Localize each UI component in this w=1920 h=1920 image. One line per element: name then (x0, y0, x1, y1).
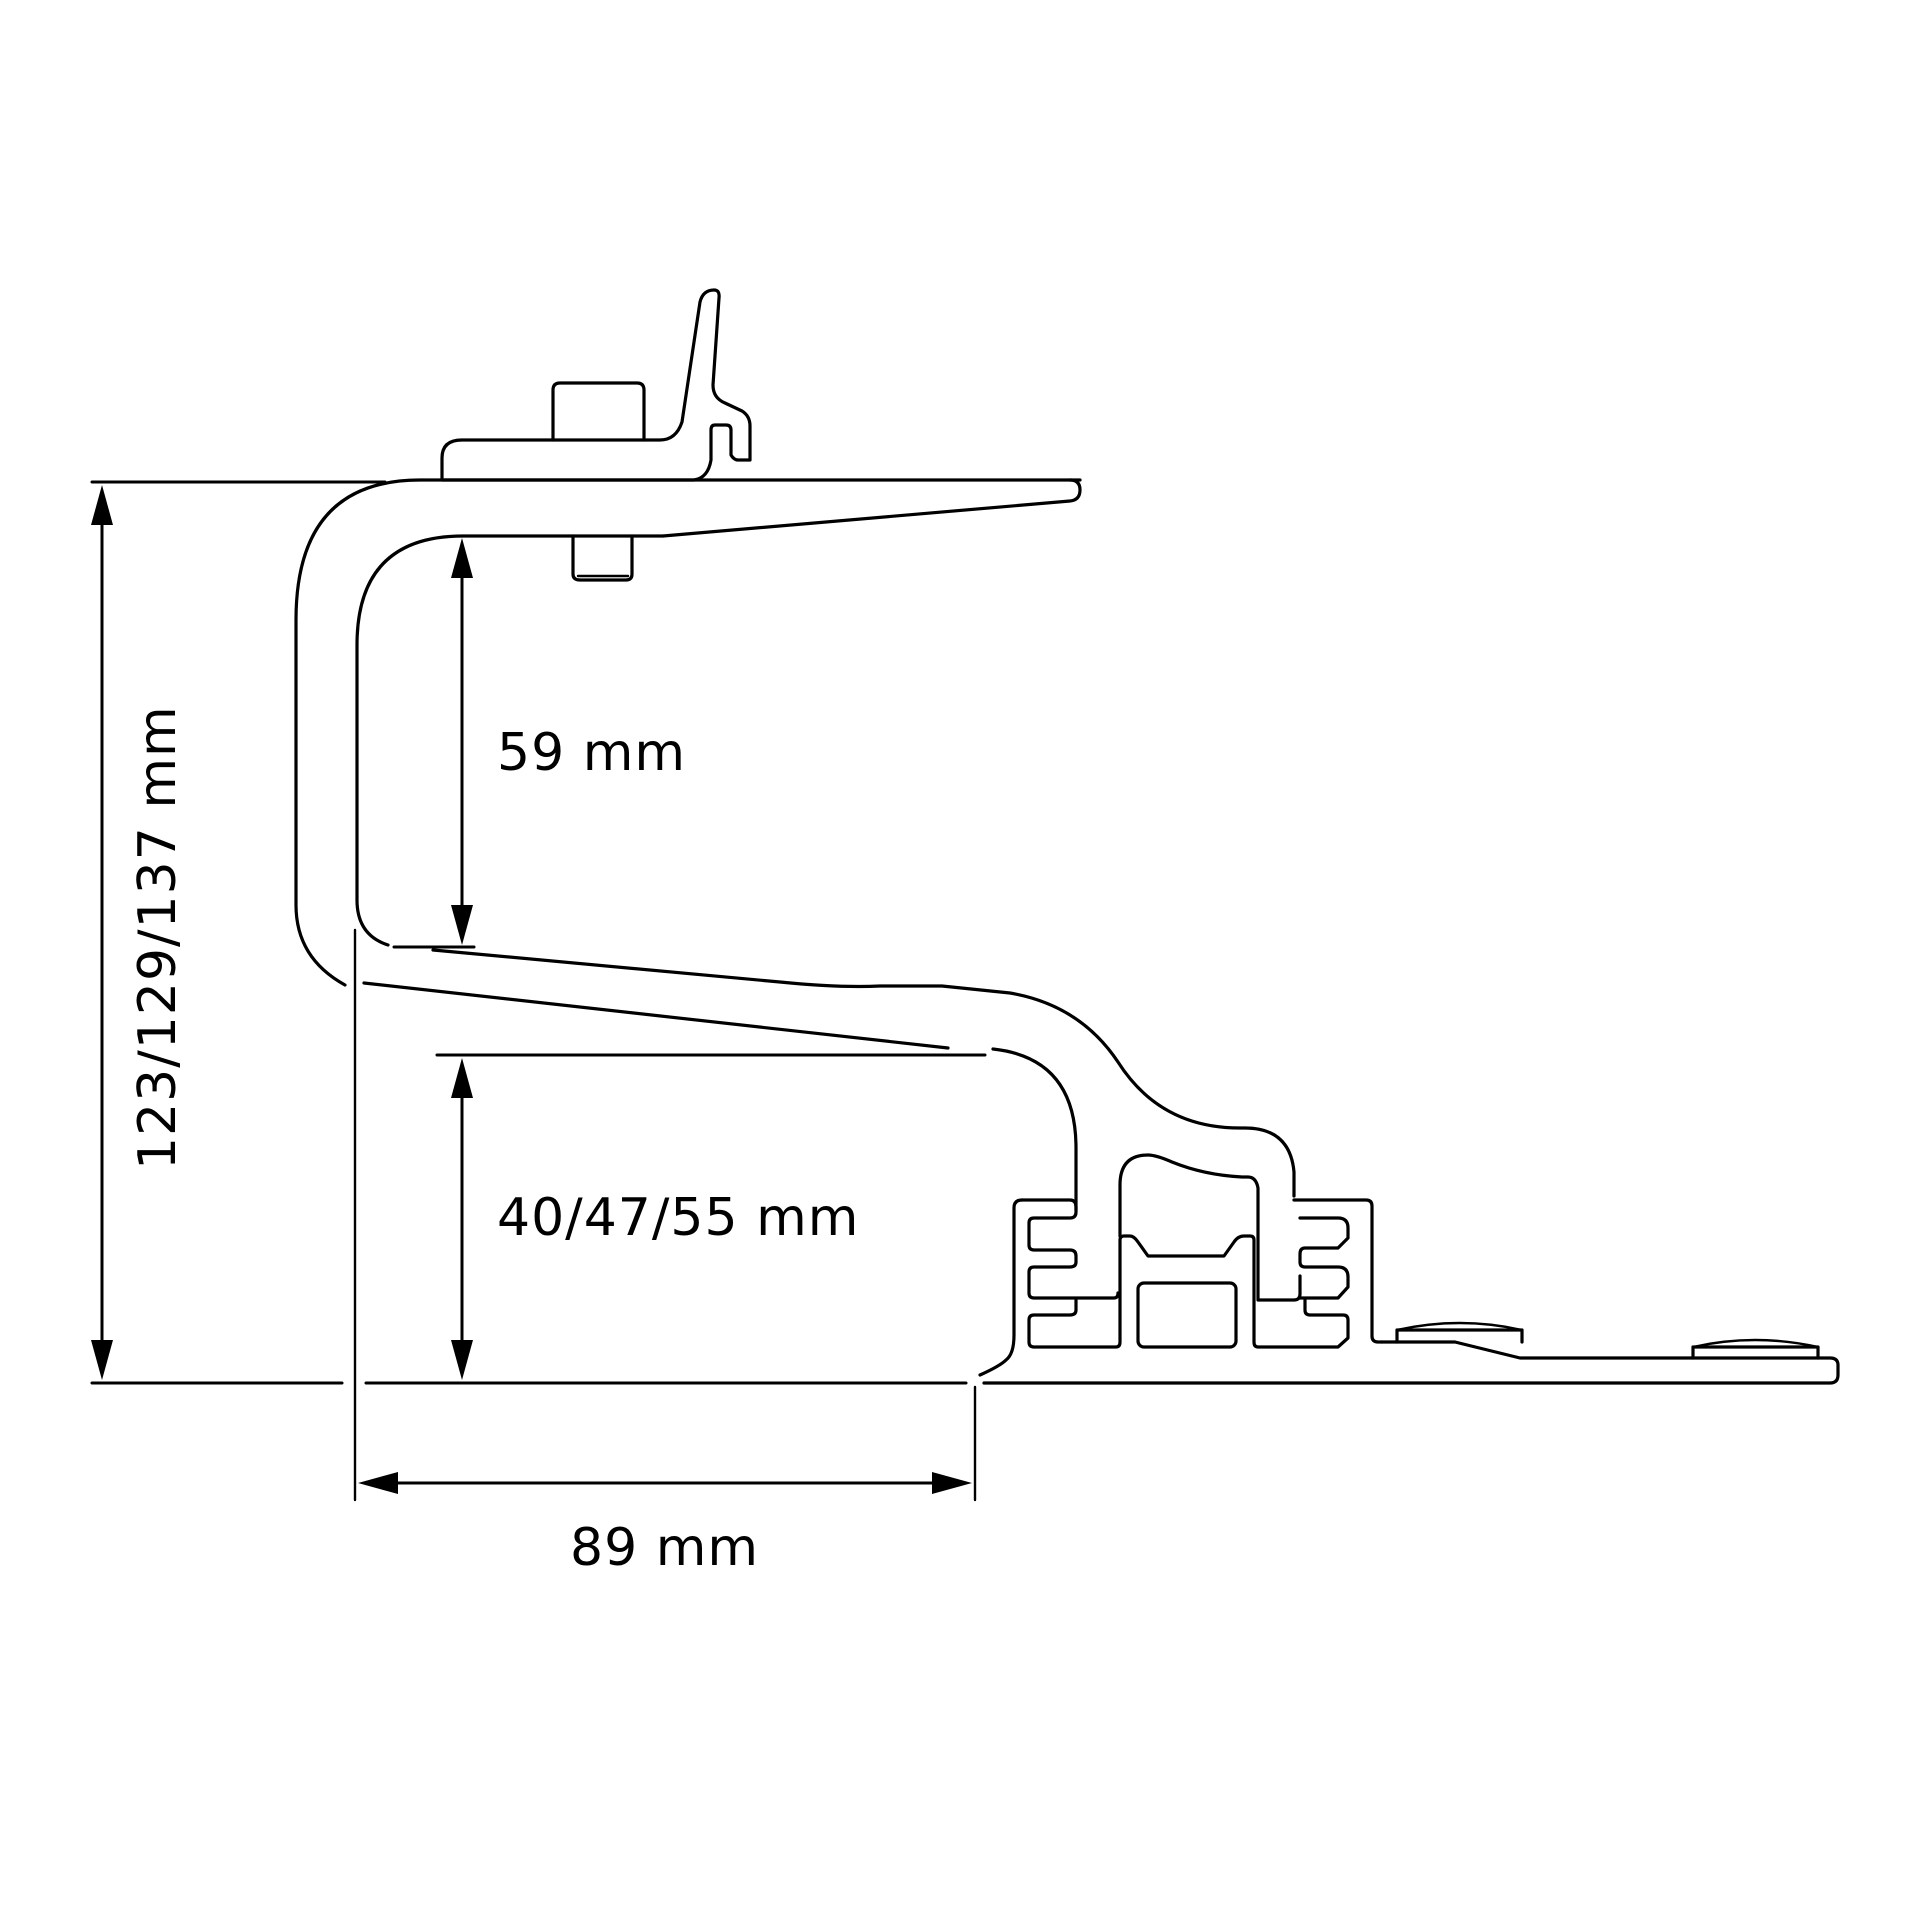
upper-arm-outer-edge (294, 478, 1082, 987)
clamp-bolt-head (551, 381, 646, 442)
lower-arm-bottom-edge (362, 981, 950, 1050)
rail-center-chamber (1118, 1153, 1302, 1302)
lower-arm-curve-edge (991, 1047, 1078, 1212)
dimension-upper-clearance (392, 538, 476, 949)
left-pad (1395, 1328, 1524, 1344)
rail-right-wall (1292, 1198, 1384, 1344)
bolt-shank (571, 534, 634, 582)
arrow-left-icon (358, 1472, 398, 1494)
horizontal-offset-label: 89 mm (570, 1518, 760, 1578)
top-clamp (440, 288, 752, 482)
base-plate-outline (982, 1340, 1840, 1385)
clamp-body (440, 288, 752, 482)
lower-arm-top-edge (431, 948, 1296, 1198)
dimension-horizontal-offset (353, 928, 977, 1502)
right-pad (1691, 1345, 1820, 1360)
rail-lower-channel (1027, 1234, 1350, 1349)
arrow-down-icon (451, 905, 473, 945)
arrow-up-icon (451, 538, 473, 578)
total-height-label: 123/129/137 mm (128, 705, 188, 1170)
arrow-down-icon (91, 1340, 113, 1380)
arrow-down-icon (451, 1340, 473, 1380)
lower-height-label: 40/47/55 mm (497, 1188, 860, 1248)
rail-left-slot (1020, 1198, 1120, 1300)
dimension-lower-height (364, 1053, 987, 1385)
upper-clearance-label: 59 mm (497, 723, 687, 783)
arrow-up-icon (451, 1058, 473, 1098)
upper-arm-inner-edge (355, 534, 665, 947)
arrow-up-icon (91, 485, 113, 525)
right-pad-dome (1691, 1338, 1820, 1349)
rail-profile (1020, 1153, 1384, 1349)
rail-right-slot (1298, 1216, 1350, 1300)
upper-arm-tip (661, 478, 1082, 538)
rail-left-wall (978, 1198, 1024, 1377)
dimension-total-height (90, 480, 387, 1385)
arrow-right-icon (932, 1472, 972, 1494)
base-plate (982, 1321, 1840, 1385)
left-pad-dome (1395, 1321, 1524, 1332)
rail-center-cavity (1136, 1281, 1238, 1349)
bracket-body (294, 478, 1296, 1377)
